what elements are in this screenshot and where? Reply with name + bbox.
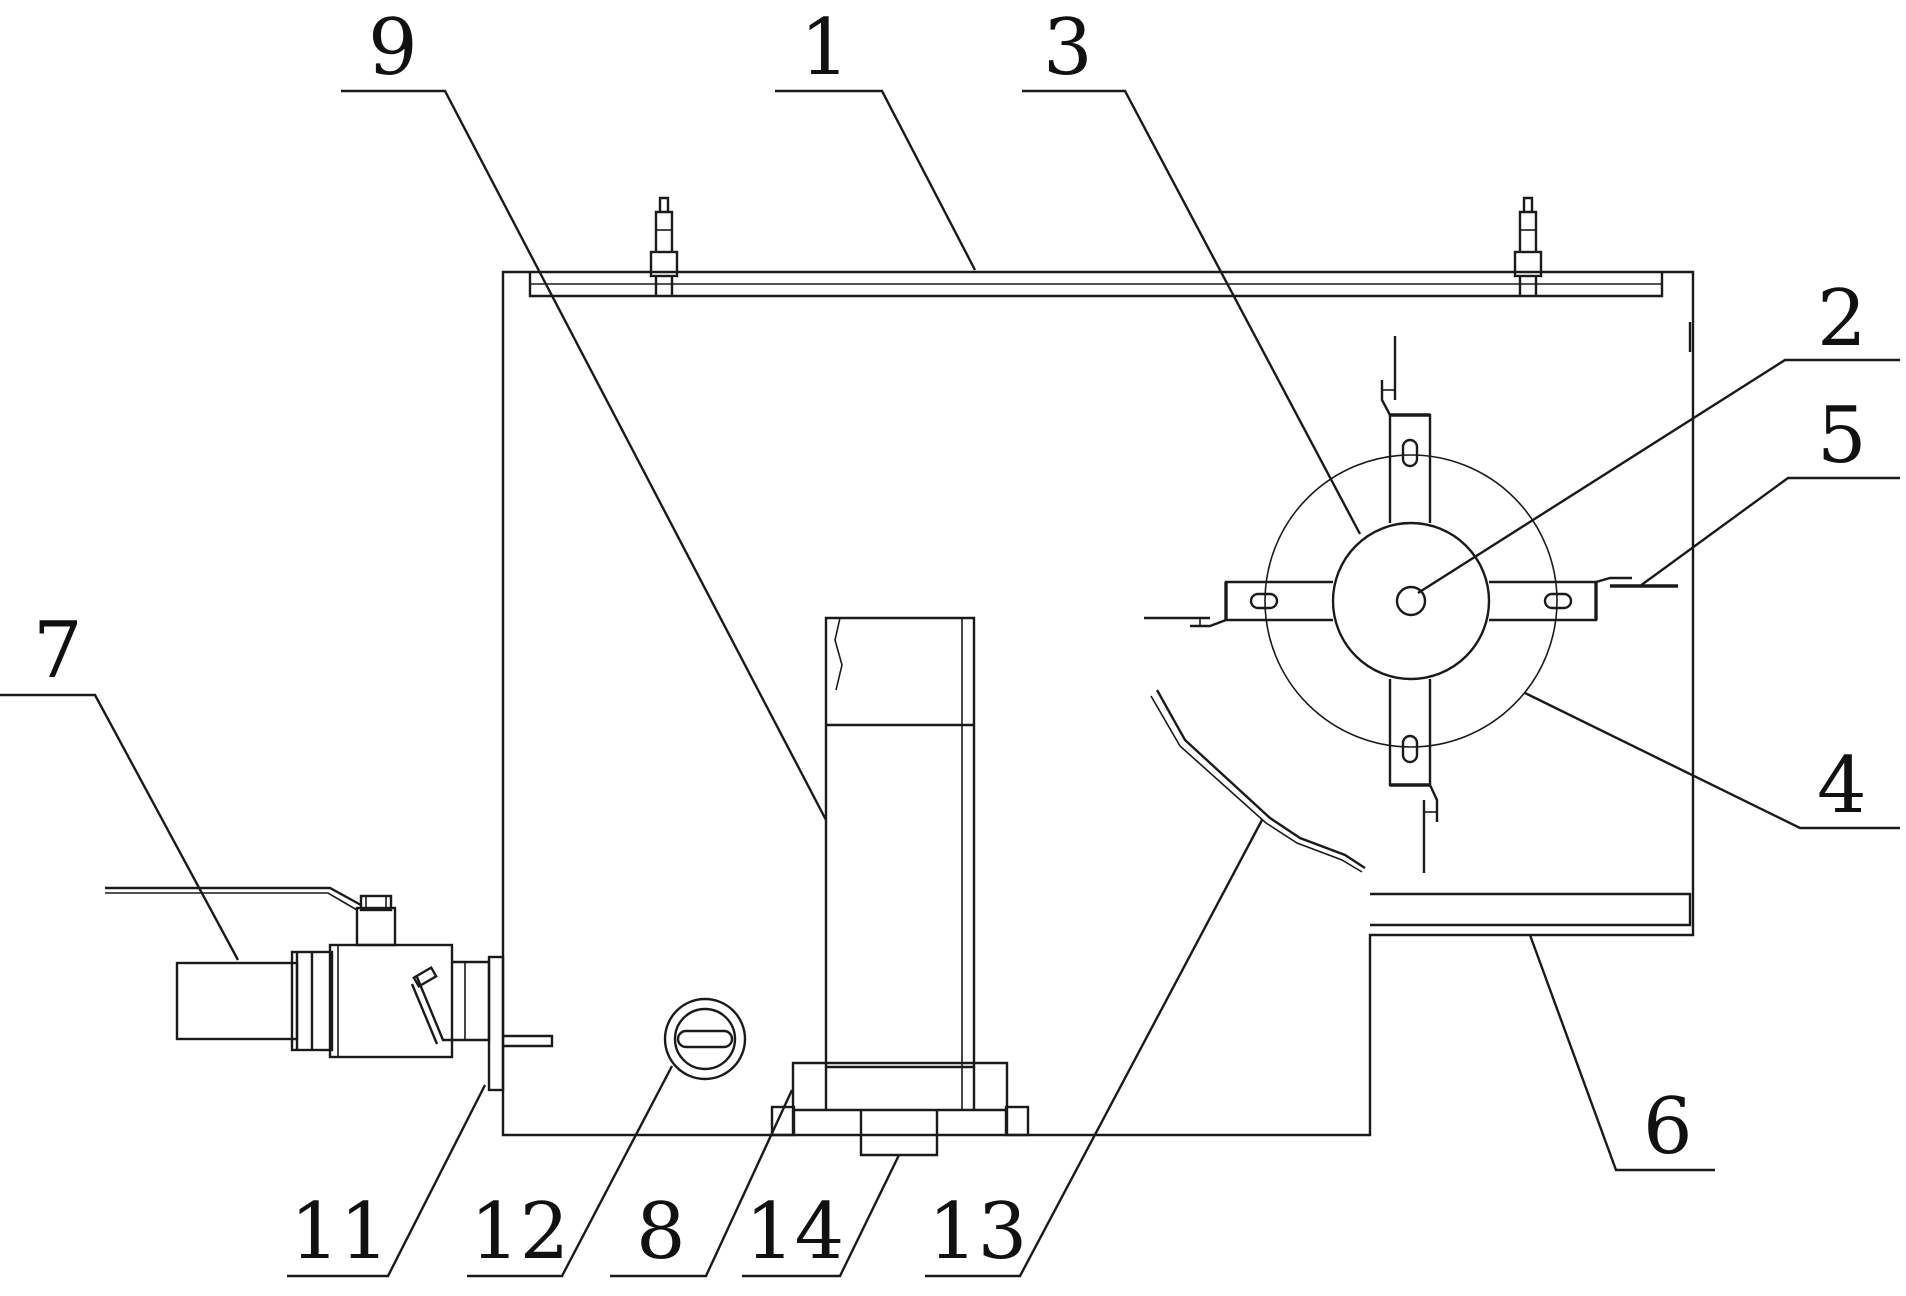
inner-column — [824, 616, 976, 1110]
bottom-plate — [1370, 892, 1692, 927]
callout-13: 13 — [928, 1187, 1027, 1277]
callout-7: 7 — [33, 606, 83, 696]
callout-8: 8 — [636, 1187, 686, 1277]
inspection-plug — [663, 997, 747, 1081]
ball-valve — [105, 886, 454, 1059]
top-lid — [528, 272, 1664, 298]
callout-2: 2 — [1817, 274, 1867, 364]
bolt-left — [649, 196, 679, 296]
callout-1: 1 — [800, 3, 850, 93]
callout-6: 6 — [1643, 1082, 1693, 1172]
column-base — [770, 1061, 1030, 1157]
callout-4: 4 — [1817, 741, 1867, 831]
housing — [501, 270, 1695, 1137]
bolt-right — [1513, 196, 1543, 296]
callout-9: 9 — [368, 3, 418, 93]
callout-12: 12 — [470, 1187, 569, 1277]
callout-5: 5 — [1817, 391, 1867, 481]
callout-14: 14 — [745, 1187, 844, 1277]
callout-11: 11 — [290, 1187, 389, 1277]
guide-plate — [1150, 689, 1366, 873]
leader-lines — [0, 89, 1900, 1278]
callout-labels: 1 2 3 4 5 6 7 8 9 11 12 13 14 — [33, 3, 1867, 1277]
impeller — [1144, 336, 1678, 873]
flange — [452, 955, 554, 1092]
callout-3: 3 — [1043, 3, 1093, 93]
